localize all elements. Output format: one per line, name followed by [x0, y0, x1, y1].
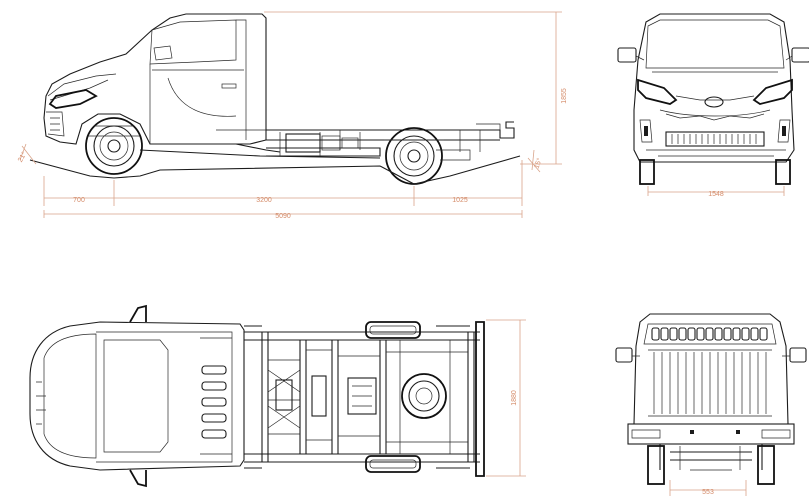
dim-front-track: 1548 — [708, 191, 724, 198]
top-view — [29, 304, 485, 488]
dim-overall-length: 5090 — [275, 213, 291, 220]
side-view — [29, 13, 521, 185]
dim-departure-angle: 15° — [533, 157, 544, 170]
rear-view — [615, 313, 807, 485]
dim-wheelbase: 3200 — [256, 197, 272, 204]
dim-overall-height: 1855 — [561, 88, 568, 104]
front-view — [617, 13, 809, 185]
rear-dimensions: 553 — [669, 480, 747, 496]
dim-front-overhang: 700 — [73, 197, 85, 204]
front-dimensions: 1548 — [647, 186, 785, 198]
side-dimensions: 700 3200 1025 5090 1855 21° 15° — [16, 11, 568, 220]
dim-frame-rail-spacing: 553 — [702, 489, 714, 496]
dim-rear-overhang: 1025 — [452, 197, 468, 204]
dim-frame-width: 1880 — [511, 390, 518, 406]
top-dimensions: 1880 — [486, 319, 526, 477]
